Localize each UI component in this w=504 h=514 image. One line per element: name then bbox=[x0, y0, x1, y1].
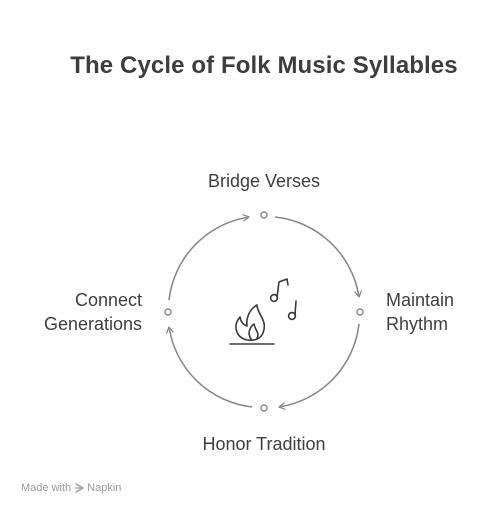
step-left-line-1: Connect bbox=[74, 290, 142, 310]
step-left-line-2: Generations bbox=[43, 314, 142, 334]
step-label-right: Maintain Rhythm bbox=[386, 288, 454, 336]
arc-left-to-top bbox=[168, 214, 250, 301]
arc-top-to-right bbox=[274, 216, 362, 298]
arc-right-to-bottom bbox=[278, 323, 360, 410]
footer-prefix: Made with bbox=[21, 482, 72, 494]
footer-brand-name: Napkin bbox=[87, 482, 122, 494]
footer-brand: Napkin bbox=[75, 482, 121, 494]
step-right-line-1: Maintain bbox=[386, 290, 455, 310]
node-left bbox=[164, 308, 172, 316]
step-label-top: Bridge Verses bbox=[150, 169, 378, 193]
step-bottom-line-1: Honor Tradition bbox=[202, 434, 326, 454]
step-label-left: Connect Generations bbox=[20, 288, 142, 336]
footer-attribution[interactable]: Made with Napkin bbox=[21, 482, 121, 494]
campfire-music-icon bbox=[229, 278, 297, 345]
step-top-line-1: Bridge Verses bbox=[207, 171, 321, 191]
step-label-bottom: Honor Tradition bbox=[150, 432, 378, 456]
node-right bbox=[356, 308, 364, 316]
node-bottom bbox=[260, 404, 268, 412]
step-right-line-2: Rhythm bbox=[386, 314, 449, 334]
arc-bottom-to-left bbox=[166, 326, 253, 408]
node-top bbox=[260, 211, 268, 219]
napkin-logo-icon bbox=[75, 483, 84, 493]
diagram-title: The Cycle of Folk Music Syllables bbox=[70, 52, 458, 79]
